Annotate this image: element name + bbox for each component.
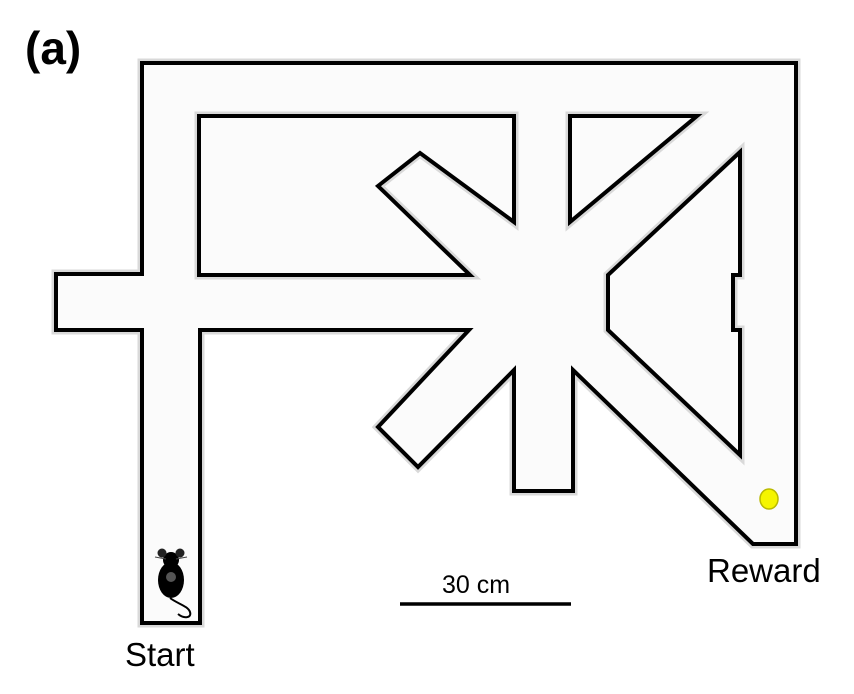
maze-inner-wall-right bbox=[606, 147, 742, 460]
reward-label: Reward bbox=[707, 552, 821, 589]
maze-inner-wall-top bbox=[568, 114, 703, 227]
scale-bar-label: 30 cm bbox=[442, 571, 510, 599]
panel-label: (a) bbox=[25, 22, 81, 74]
maze-inner-wall-left bbox=[197, 114, 516, 277]
reward-dot-icon bbox=[759, 488, 779, 510]
start-label: Start bbox=[125, 636, 195, 673]
mouse-icon bbox=[154, 548, 192, 619]
